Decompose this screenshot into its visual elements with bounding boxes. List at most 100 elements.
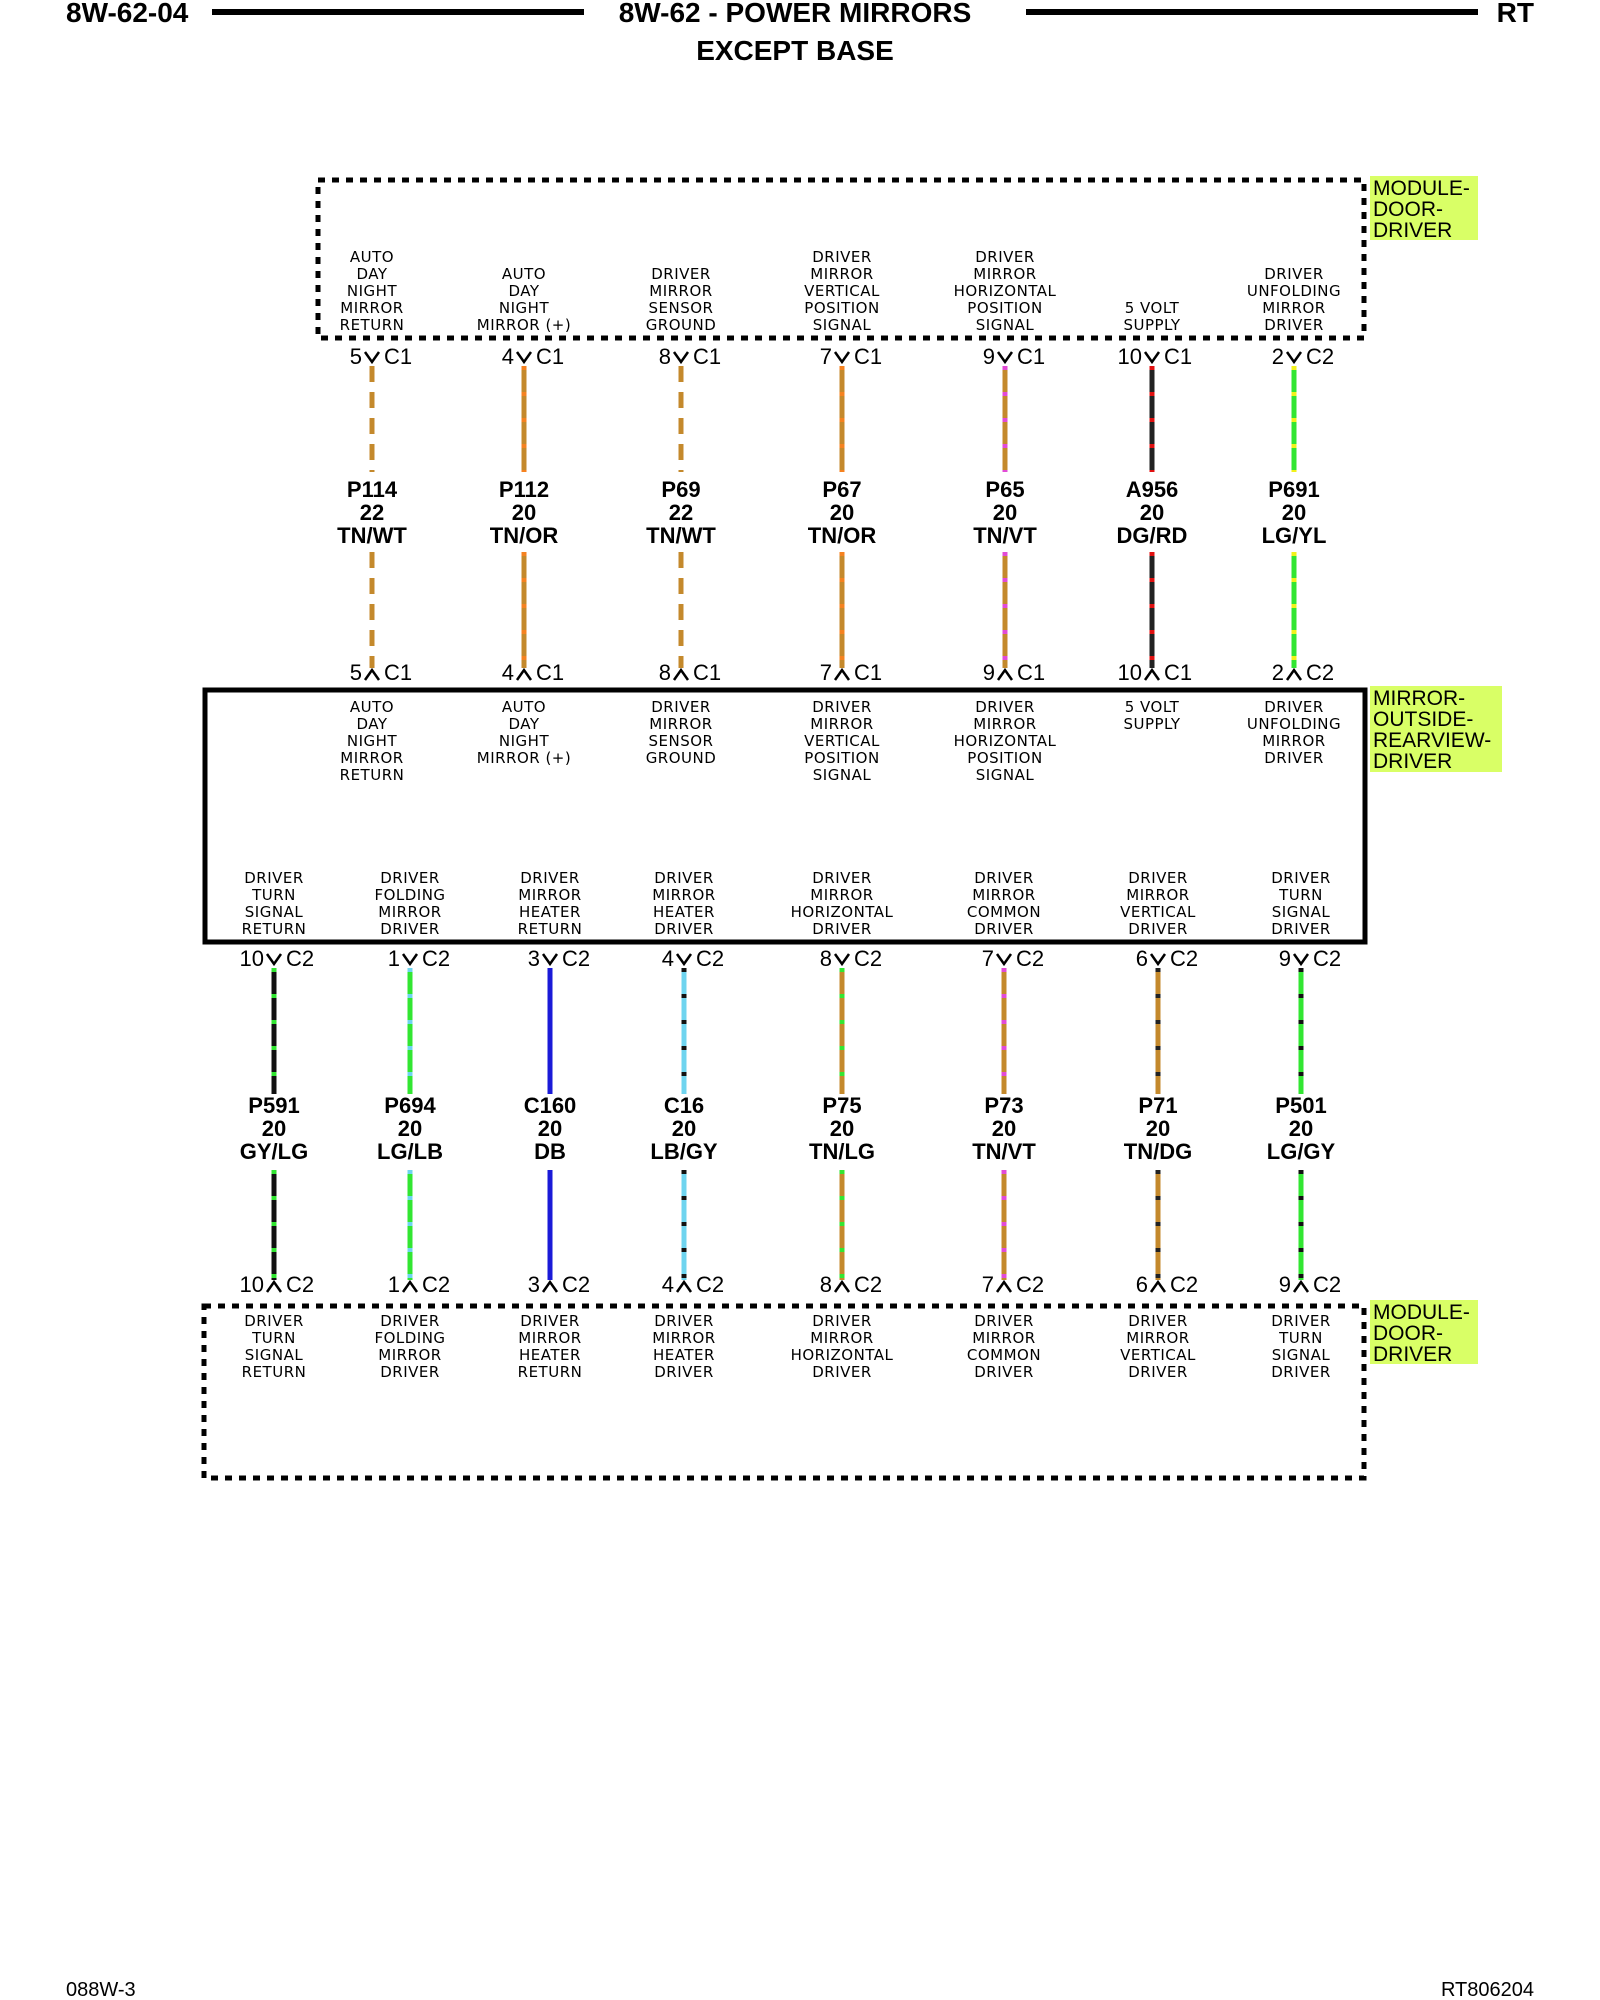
lower-p591-module-label-line-1: DRIVER bbox=[244, 1312, 304, 1330]
bottom-module-line-3: DRIVER bbox=[1373, 1343, 1452, 1366]
lower-c16-module-label-line-4: DRIVER bbox=[654, 1363, 714, 1381]
lower-p694-top-pin: 1 bbox=[388, 946, 400, 971]
upper-p112-top-conn: C1 bbox=[536, 344, 564, 369]
footer-right-code: RT806204 bbox=[1441, 1979, 1534, 2000]
lower-c16-top-pin-mark bbox=[675, 953, 693, 967]
upper-p65-bottom-pin: 9 bbox=[983, 660, 995, 685]
upper-p69-module-label-line-4: GROUND bbox=[646, 316, 717, 334]
upper-p65-mirror-label-line-4: POSITION bbox=[967, 749, 1042, 767]
lower-p71-gauge: 20 bbox=[1146, 1116, 1170, 1141]
upper-p112-circuit-id: P112 bbox=[499, 477, 549, 502]
upper-p65-module-label-line-3: HORIZONTAL bbox=[954, 282, 1057, 300]
mirror-line-4: DRIVER bbox=[1373, 750, 1452, 773]
lower-c16-circuit-id: C16 bbox=[664, 1093, 704, 1118]
lower-p75-bottom-pin: 8 bbox=[820, 1272, 832, 1297]
upper-p65-bottom-conn: C1 bbox=[1017, 660, 1045, 685]
upper-p67-top-pin: 7 bbox=[820, 344, 832, 369]
top-module-line-3: DRIVER bbox=[1373, 219, 1452, 242]
upper-p65-top-pin: 9 bbox=[983, 344, 995, 369]
lower-p694-gauge: 20 bbox=[398, 1116, 422, 1141]
lower-p71-module-label-line-4: DRIVER bbox=[1128, 1363, 1188, 1381]
upper-p69-color-code: TN/WT bbox=[646, 523, 716, 548]
lower-p71-bottom-pin-mark bbox=[1149, 1279, 1167, 1293]
lower-c16-gauge: 20 bbox=[672, 1116, 696, 1141]
lower-p591-bottom-conn: C2 bbox=[286, 1272, 314, 1297]
upper-p112-module-label-line-3: NIGHT bbox=[499, 299, 550, 317]
lower-p75-module-label-line-1: DRIVER bbox=[812, 1312, 872, 1330]
upper-p114-gauge: 22 bbox=[360, 500, 384, 525]
region-code: RT bbox=[1497, 0, 1534, 28]
upper-p67-circuit-id: P67 bbox=[822, 477, 861, 502]
lower-p71-top-conn: C2 bbox=[1170, 946, 1198, 971]
lower-p75-mirror-label-line-3: HORIZONTAL bbox=[791, 903, 894, 921]
upper-p67-module-label-line-3: VERTICAL bbox=[804, 282, 880, 300]
lower-p591-top-conn: C2 bbox=[286, 946, 314, 971]
lower-p71-color-code: TN/DG bbox=[1124, 1139, 1192, 1164]
upper-p691-color-code: LG/YL bbox=[1262, 523, 1327, 548]
lower-p694-mirror-label-line-1: DRIVER bbox=[380, 869, 440, 887]
mirror-highlight bbox=[1370, 686, 1502, 772]
lower-p501-module-label-line-4: DRIVER bbox=[1271, 1363, 1331, 1381]
top-module-name: MODULE- DOOR- DRIVER bbox=[1370, 176, 1478, 242]
upper-p69-top-pin: 8 bbox=[659, 344, 671, 369]
lower-p501-bottom-pin: 9 bbox=[1279, 1272, 1291, 1297]
upper-p114-circuit-id: P114 bbox=[347, 477, 398, 502]
upper-p67-mirror-label-line-5: SIGNAL bbox=[813, 766, 872, 784]
lower-p73-mirror-label-line-3: COMMON bbox=[967, 903, 1041, 921]
bottom-module-line-1: MODULE- bbox=[1373, 1301, 1470, 1324]
upper-p112-mirror-label-line-4: MIRROR (+) bbox=[477, 749, 571, 767]
lower-p591-bottom-pin: 10 bbox=[240, 1272, 264, 1297]
upper-p114-bottom-conn: C1 bbox=[384, 660, 412, 685]
lower-p501-module-label-line-1: DRIVER bbox=[1271, 1312, 1331, 1330]
mirror-line-3: REARVIEW- bbox=[1373, 729, 1491, 752]
upper-p691-module-label-line-3: MIRROR bbox=[1262, 299, 1325, 317]
upper-p112-mirror-label-line-1: AUTO bbox=[502, 698, 546, 716]
upper-p112-module-label-line-2: DAY bbox=[508, 282, 539, 300]
top-module-line-1: MODULE- bbox=[1373, 177, 1470, 200]
lower-p71-bottom-conn: C2 bbox=[1170, 1272, 1198, 1297]
upper-a956-circuit-id: A956 bbox=[1126, 477, 1179, 502]
lower-p501-bottom-pin-mark bbox=[1292, 1279, 1310, 1293]
lower-c16-bottom-pin: 4 bbox=[662, 1272, 674, 1297]
upper-p65-mirror-label-line-2: MIRROR bbox=[973, 715, 1036, 733]
lower-p694-module-label-line-3: MIRROR bbox=[378, 1346, 441, 1364]
lower-c160-top-pin-mark bbox=[541, 953, 559, 967]
lower-p71-mirror-label-line-1: DRIVER bbox=[1128, 869, 1188, 887]
lower-p73-top-pin-mark bbox=[995, 953, 1013, 967]
upper-p69-top-conn: C1 bbox=[693, 344, 721, 369]
bottom-module-line-2: DOOR- bbox=[1373, 1322, 1443, 1345]
upper-p65-bottom-pin-mark bbox=[996, 667, 1014, 681]
lower-c160-top-conn: C2 bbox=[562, 946, 590, 971]
top-module-outline bbox=[315, 177, 1367, 341]
upper-p691-gauge: 20 bbox=[1282, 500, 1306, 525]
lower-c16-module-label-line-2: MIRROR bbox=[652, 1329, 715, 1347]
upper-p691-bottom-pin: 2 bbox=[1272, 660, 1284, 685]
upper-p112-mirror-label-line-2: DAY bbox=[508, 715, 539, 733]
lower-p694-module-label-line-4: DRIVER bbox=[380, 1363, 440, 1381]
lower-p73-module-label-line-4: DRIVER bbox=[974, 1363, 1034, 1381]
upper-p691-module-label-line-4: DRIVER bbox=[1264, 316, 1324, 334]
upper-p67-module-label-line-2: MIRROR bbox=[810, 265, 873, 283]
page-subtitle: EXCEPT BASE bbox=[696, 35, 894, 66]
lower-p75-mirror-label-line-2: MIRROR bbox=[810, 886, 873, 904]
lower-p73-module-label-line-1: DRIVER bbox=[974, 1312, 1034, 1330]
upper-p112-module-label-line-4: MIRROR (+) bbox=[477, 316, 571, 334]
lower-p591-color-code: GY/LG bbox=[240, 1139, 308, 1164]
upper-p69-mirror-label-line-2: MIRROR bbox=[649, 715, 712, 733]
upper-p691-circuit-id: P691 bbox=[1268, 477, 1319, 502]
upper-p112-bottom-pin: 4 bbox=[502, 660, 514, 685]
lower-c16-mirror-label-line-4: DRIVER bbox=[654, 920, 714, 938]
page-title: 8W-62 - POWER MIRRORS bbox=[619, 0, 972, 28]
upper-p112-bottom-pin-mark bbox=[515, 667, 533, 681]
upper-p67-mirror-label-line-3: VERTICAL bbox=[804, 732, 880, 750]
lower-p501-mirror-label-line-3: SIGNAL bbox=[1272, 903, 1331, 921]
upper-p114-mirror-label-line-3: NIGHT bbox=[347, 732, 398, 750]
lower-p501-top-pin: 9 bbox=[1279, 946, 1291, 971]
upper-p69-bottom-pin: 8 bbox=[659, 660, 671, 685]
lower-p501-mirror-label-line-4: DRIVER bbox=[1271, 920, 1331, 938]
upper-p69-module-label-line-1: DRIVER bbox=[651, 265, 711, 283]
lower-p501-top-pin-mark bbox=[1292, 953, 1310, 967]
lower-c160-module-label-line-2: MIRROR bbox=[518, 1329, 581, 1347]
upper-p691-module-label-line-1: DRIVER bbox=[1264, 265, 1324, 283]
upper-p114-top-pin: 5 bbox=[350, 344, 362, 369]
